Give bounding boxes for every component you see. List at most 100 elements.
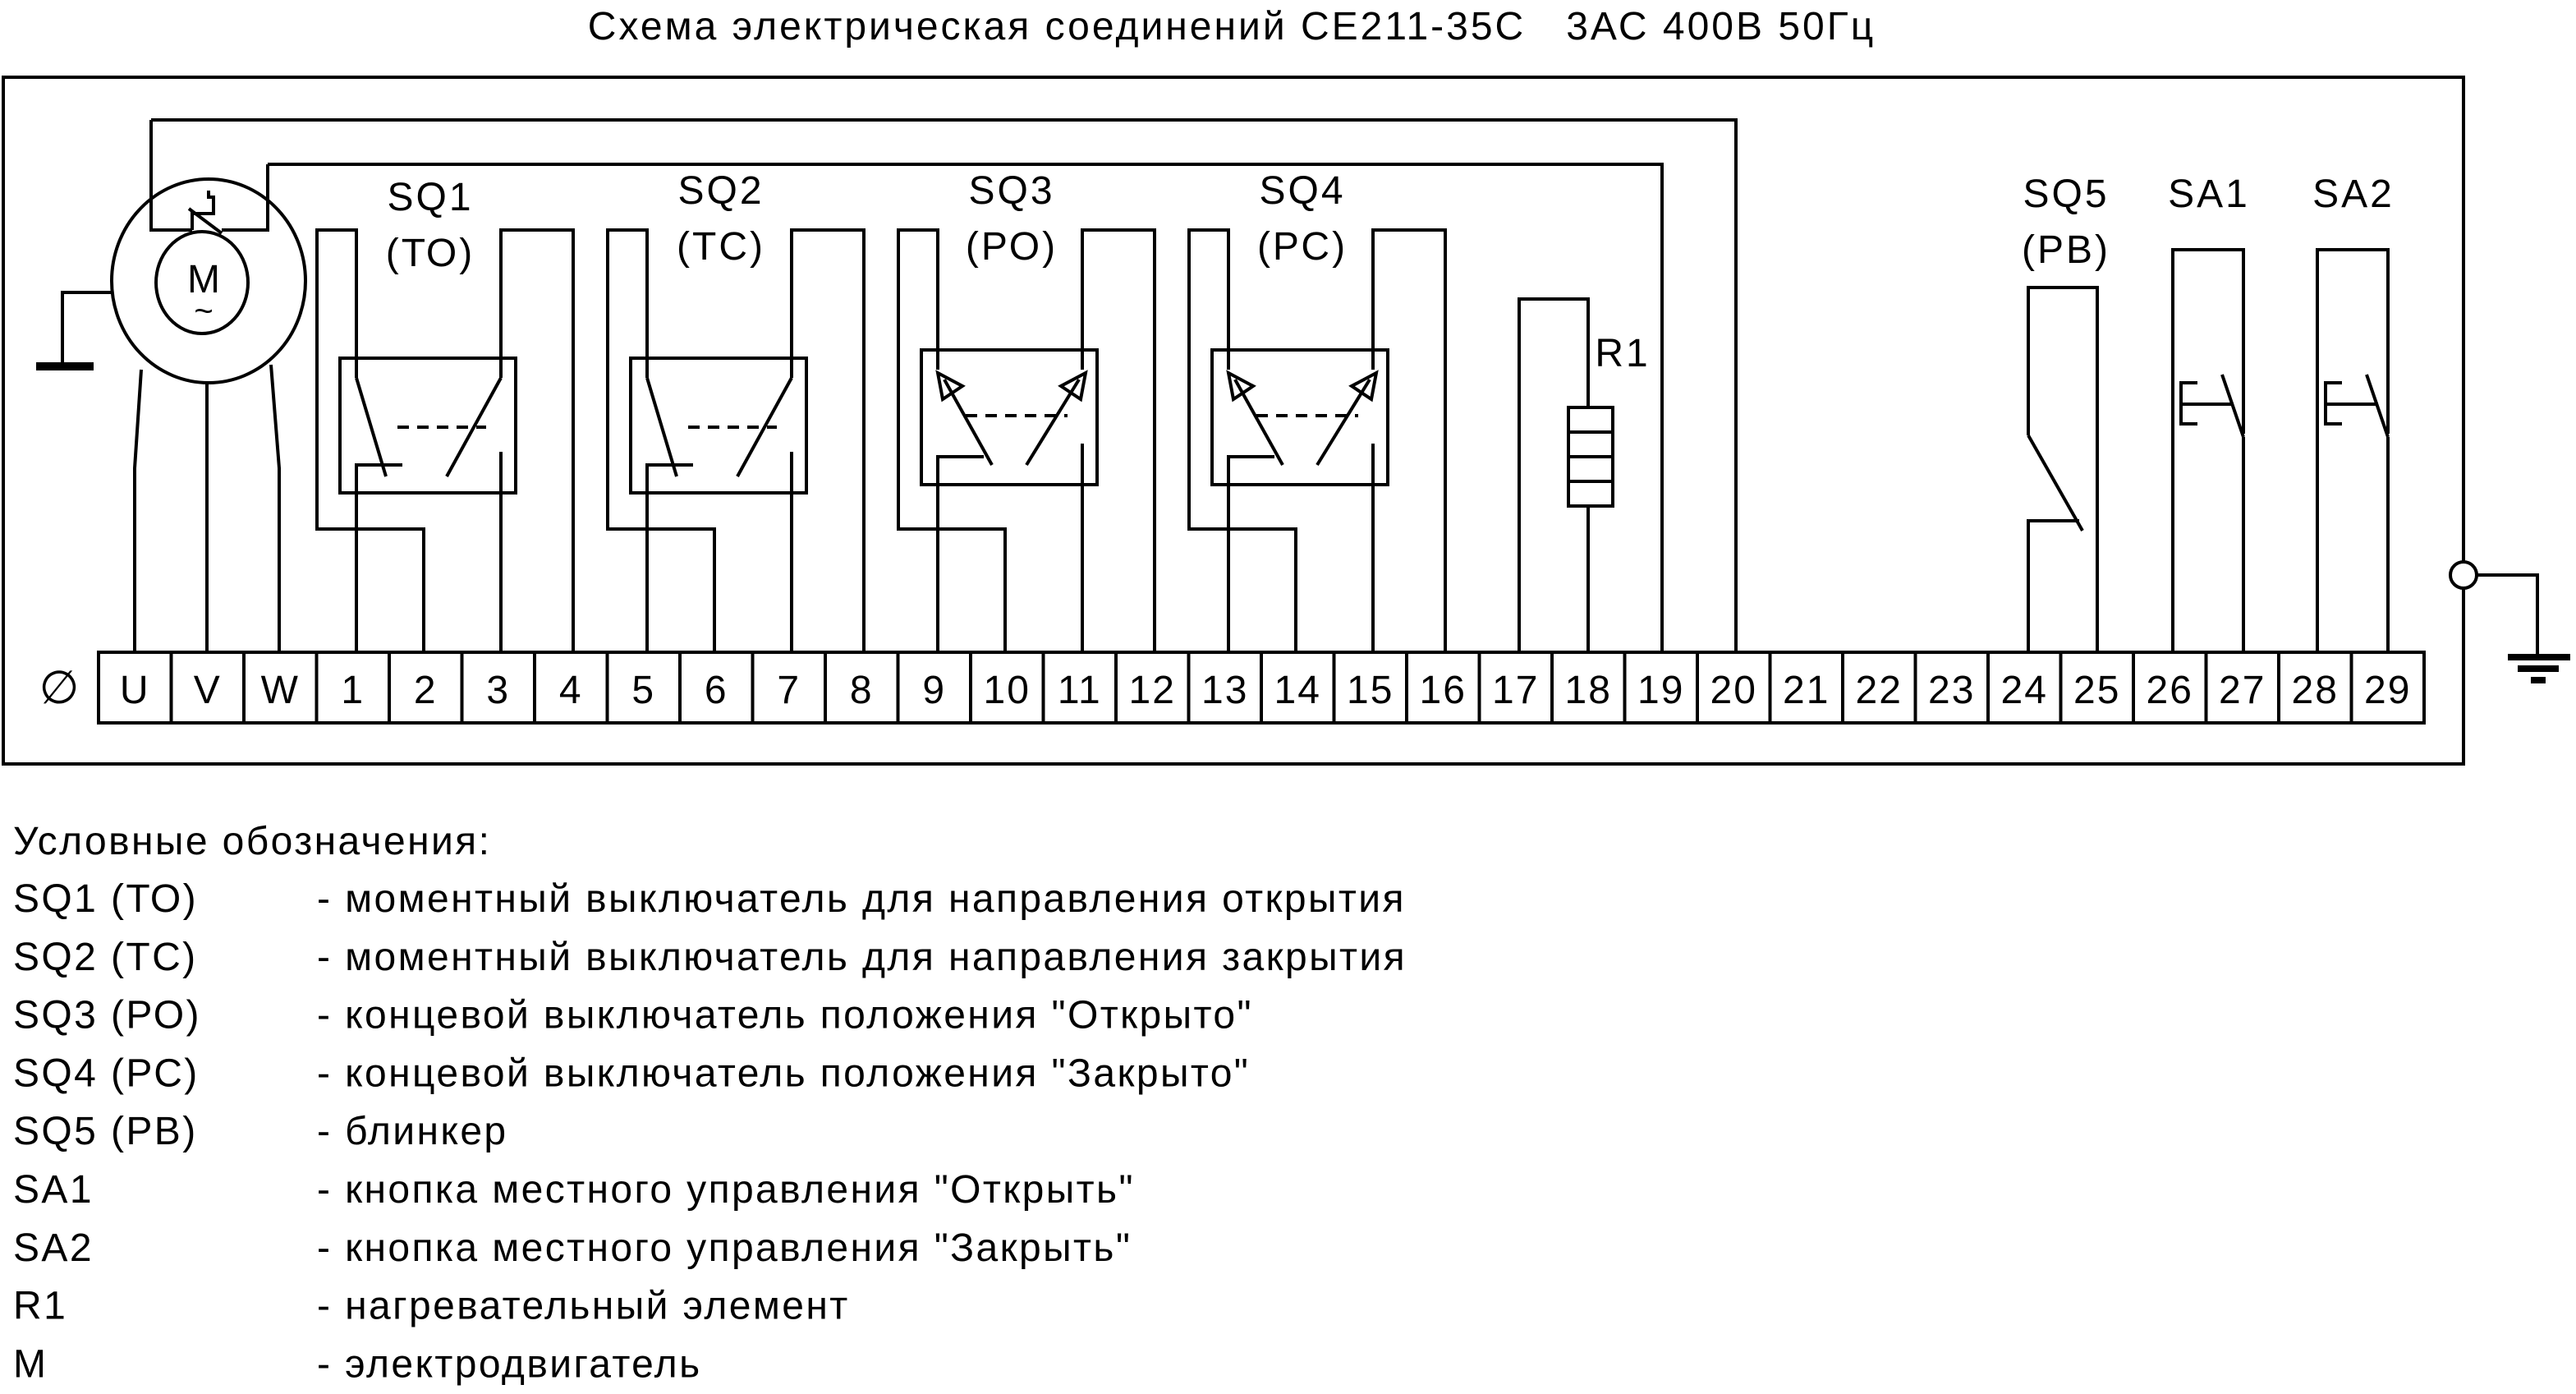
- legend-item: SA1 - кнопка местного управления "Открыть…: [13, 1168, 1135, 1212]
- legend-key: SQ5 (РВ): [13, 1110, 198, 1153]
- terminal-6: 6: [705, 669, 728, 712]
- terminal-23: 23: [1928, 669, 1975, 712]
- legend-description: - электродвигатель: [317, 1342, 702, 1386]
- terminal-18: 18: [1565, 669, 1612, 712]
- terminal-19: 19: [1637, 669, 1684, 712]
- legend-description: - концевой выключатель положения "Открыт…: [317, 994, 1253, 1037]
- terminal-7: 7: [777, 669, 801, 712]
- sq4-switch: SQ4 (РС): [1187, 169, 1447, 652]
- terminal-17: 17: [1492, 669, 1539, 712]
- sq2-switch: SQ2 (ТС): [606, 169, 866, 652]
- terminal-W: W: [261, 669, 300, 712]
- terminal-V: V: [194, 669, 222, 712]
- sq5-label: SQ5: [2023, 173, 2109, 216]
- blinker-sq5: SQ5 (РВ): [2022, 173, 2110, 652]
- sq1-label: SQ1: [387, 176, 473, 219]
- legend-item: SQ5 (РВ) - блинкер: [13, 1110, 508, 1153]
- terminal-3: 3: [486, 669, 510, 712]
- terminal-9: 9: [922, 669, 946, 712]
- legend-key: SQ1 (ТО): [13, 877, 198, 921]
- switch-housing: [920, 348, 1099, 486]
- sq1-code: (ТО): [386, 232, 475, 275]
- terminal-2: 2: [414, 669, 438, 712]
- terminal-24: 24: [2001, 669, 2048, 712]
- terminal-15: 15: [1347, 669, 1394, 712]
- torque-contact-icon: [445, 377, 503, 477]
- legend-key: M: [13, 1342, 48, 1386]
- legend-description: - кнопка местного управления "Закрыть": [317, 1226, 1132, 1270]
- sa2-label: SA2: [2312, 173, 2395, 216]
- sq3-code: (РО): [966, 225, 1058, 269]
- legend-heading: Условные обозначения:: [13, 820, 491, 863]
- legend: Условные обозначения: SQ1 (ТО) - моментны…: [13, 820, 1407, 1386]
- terminal-28: 28: [2292, 669, 2339, 712]
- sq1-switch: SQ1 (ТО): [315, 176, 575, 652]
- terminal-13: 13: [1201, 669, 1248, 712]
- sq3-switch: SQ3 (РО): [897, 169, 1156, 652]
- terminal-12: 12: [1129, 669, 1176, 712]
- enclosure-ground: [2449, 560, 2570, 683]
- legend-item: SA2 - кнопка местного управления "Закрыть…: [13, 1226, 1132, 1270]
- terminal-29: 29: [2364, 669, 2411, 712]
- sq4-label: SQ4: [1259, 169, 1345, 213]
- sq3-label: SQ3: [968, 169, 1054, 213]
- torque-contact-icon: [645, 377, 678, 477]
- legend-key: SQ2 (ТС): [13, 936, 198, 979]
- terminal-4: 4: [559, 669, 583, 712]
- sq2-code: (ТС): [677, 225, 765, 269]
- sa1-label: SA1: [2168, 173, 2250, 216]
- terminal-prefix-symbol: ∅: [39, 661, 80, 713]
- heater-r1: R1: [1518, 297, 1650, 652]
- legend-description: - кнопка местного управления "Открыть": [317, 1168, 1135, 1212]
- sq5-code: (РВ): [2022, 228, 2110, 272]
- button-sa1: SA1: [2168, 173, 2250, 652]
- legend-description: - моментный выключатель для направления …: [317, 877, 1406, 921]
- terminal-16: 16: [1420, 669, 1467, 712]
- terminal-11: 11: [1058, 669, 1102, 712]
- terminal-22: 22: [1856, 669, 1903, 712]
- thermal-switch-icon: [191, 191, 215, 230]
- terminal-14: 14: [1274, 669, 1321, 712]
- legend-key: R1: [13, 1285, 67, 1328]
- button-sa2: SA2: [2312, 173, 2395, 652]
- legend-item: M - электродвигатель: [13, 1342, 702, 1386]
- sq4-code: (РС): [1257, 225, 1348, 269]
- terminal-U: U: [120, 669, 150, 712]
- motor-symbol: M: [187, 258, 220, 301]
- terminal-1: 1: [341, 669, 365, 712]
- switch-housing: [1210, 348, 1389, 486]
- terminal-5: 5: [631, 669, 655, 712]
- legend-key: SQ3 (РО): [13, 994, 201, 1037]
- legend-item: SQ3 (РО) - концевой выключатель положения…: [13, 994, 1253, 1037]
- sq2-label: SQ2: [677, 169, 764, 213]
- legend-description: - моментный выключатель для направления …: [317, 936, 1407, 979]
- legend-description: - концевой выключатель положения "Закрыт…: [317, 1051, 1250, 1095]
- legend-item: SQ1 (ТО) - моментный выключатель для напр…: [13, 877, 1406, 921]
- terminal-27: 27: [2219, 669, 2266, 712]
- r1-label: R1: [1595, 332, 1650, 375]
- terminal-21: 21: [1783, 669, 1830, 712]
- legend-item: SQ2 (ТС) - моментный выключатель для напр…: [13, 936, 1407, 979]
- enclosure-frame: [2, 76, 2465, 766]
- legend-item: SQ4 (РС) - концевой выключатель положения…: [13, 1051, 1250, 1095]
- switch-housing: [629, 357, 808, 495]
- terminal-8: 8: [850, 669, 874, 712]
- motor-ac-symbol: ~: [194, 293, 213, 329]
- terminal-10: 10: [984, 669, 1031, 712]
- legend-key: SA1: [13, 1168, 94, 1212]
- motor: M ~: [36, 118, 1738, 652]
- legend-item: R1 - нагревательный элемент: [13, 1285, 850, 1328]
- terminal-25: 25: [2073, 669, 2120, 712]
- switch-housing: [338, 357, 517, 495]
- legend-key: SA2: [13, 1226, 94, 1270]
- switch-contact-icon: [2027, 435, 2084, 531]
- torque-contact-icon: [355, 377, 388, 477]
- legend-description: - блинкер: [317, 1110, 508, 1153]
- torque-contact-icon: [736, 377, 793, 477]
- terminal-20: 20: [1710, 669, 1757, 712]
- legend-description: - нагревательный элемент: [317, 1285, 850, 1328]
- diagram-title: Схема электрическая соединений СЕ211-35С…: [588, 5, 1876, 48]
- legend-key: SQ4 (РС): [13, 1051, 200, 1095]
